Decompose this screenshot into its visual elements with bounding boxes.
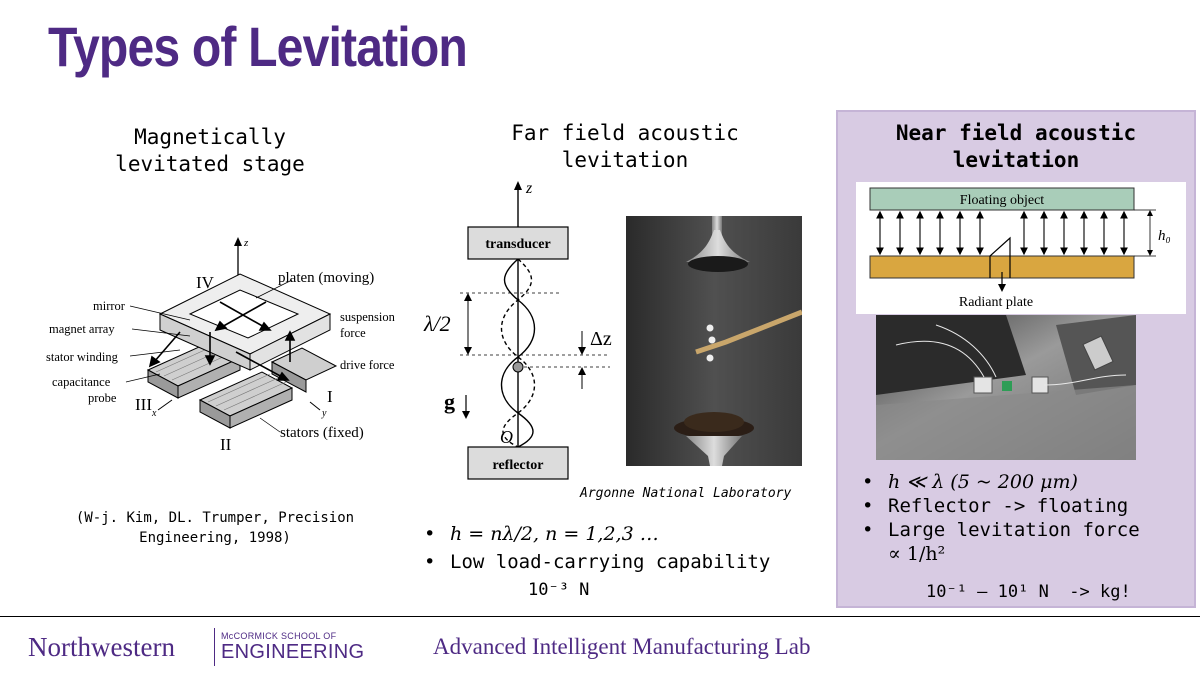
near-proportional: ∝ 1/h²	[888, 543, 946, 565]
far-field-heading-line2: levitation	[561, 148, 689, 172]
magnet-array-label: magnet array	[49, 322, 115, 336]
footer-divider	[0, 616, 1200, 617]
stators-label: stators (fixed)	[280, 425, 364, 441]
capacitance-label: capacitance	[52, 375, 111, 389]
roman-ii-label: II	[220, 435, 232, 454]
standing-wave-diagram: z transducer λ/2 Δz g O reflector	[423, 180, 612, 480]
floating-object-plate	[869, 187, 1135, 211]
maglev-y-label: y	[321, 408, 327, 419]
radiant-plate-label: Radiant plate	[959, 295, 1033, 310]
standing-wave-equation: h = nλ/2, n = 1,2,3 …	[450, 523, 659, 545]
far-bullet-load: Low load-carrying capability	[420, 550, 770, 574]
near-field-diagram: Floating object h₀ Radiant plate	[856, 182, 1186, 314]
magnetic-heading-line2: levitated stage	[115, 152, 305, 176]
probe-label: probe	[88, 391, 117, 405]
suspension-label: suspension	[340, 310, 396, 324]
near-field-heading: Near field acoustic levitation	[836, 120, 1196, 174]
far-bullet-equation: h = nλ/2, n = 1,2,3 …	[420, 522, 770, 546]
near-field-heading-line1: Near field acoustic	[895, 121, 1137, 145]
gravity-label: g	[444, 389, 455, 414]
northwestern-logo: Northwestern	[28, 632, 175, 662]
delta-z-label: Δz	[590, 328, 612, 350]
pressure-arrows	[876, 210, 1128, 256]
photo-credit: Argonne National Laboratory	[580, 486, 792, 501]
roman-iii-label: III	[135, 395, 152, 414]
lab-name: Advanced Intelligent Manufacturing Lab	[433, 634, 811, 659]
logo-divider	[214, 628, 215, 666]
magnetic-citation: (W-j. Kim, DL. Trumper, Precision Engine…	[40, 508, 390, 548]
levitated-particle	[512, 361, 524, 373]
h0-label: h₀	[1158, 228, 1171, 244]
far-force-value: 10⁻³ N	[528, 580, 590, 600]
mirror-label: mirror	[93, 299, 126, 313]
stator-winding-label: stator winding	[46, 350, 119, 364]
floating-object-label: Floating object	[960, 193, 1044, 208]
maglev-stage-diagram: z x y	[46, 237, 396, 454]
near-field-heading-line2: levitation	[952, 148, 1080, 172]
mccormick-label: McCORMICK SCHOOL OF	[221, 631, 337, 641]
near-bullet-force: Large levitation force	[858, 518, 1140, 542]
engineering-label: ENGINEERING	[221, 641, 365, 663]
drive-force-label: drive force	[340, 358, 395, 372]
near-field-bullets: h ≪ λ (5 ~ 200 μm) Reflector -> floating…	[858, 470, 1140, 604]
origin-label: O	[500, 427, 513, 447]
magnetic-heading-line1: Magnetically	[134, 125, 286, 149]
near-bullet-reflector: Reflector -> floating	[858, 494, 1140, 518]
roman-i-label: I	[327, 387, 333, 406]
slide-title: Types of Levitation	[48, 15, 468, 78]
magnetic-citation-line2: Engineering, 1998)	[139, 530, 291, 546]
near-field-photo	[876, 315, 1136, 460]
far-field-heading-line1: Far field acoustic	[511, 121, 739, 145]
force-label: force	[340, 326, 366, 340]
near-gap-text: h ≪ λ (5 ~ 200 μm)	[888, 471, 1078, 493]
stator-blocks	[146, 341, 338, 429]
argonne-photo	[626, 216, 802, 466]
far-z-label: z	[525, 180, 533, 197]
transducer-box	[467, 226, 569, 260]
reflector-box	[467, 446, 569, 480]
maglev-x-label: x	[151, 408, 157, 419]
roman-iv-label: IV	[196, 273, 215, 292]
near-bullet-gap: h ≪ λ (5 ~ 200 μm)	[858, 470, 1140, 494]
platen-label: platen (moving)	[278, 270, 374, 286]
reflector-label: reflector	[492, 458, 543, 473]
lambda-half-label: λ/2	[423, 311, 451, 336]
magnetic-heading: Magnetically levitated stage	[60, 124, 360, 178]
near-force-range: 10⁻¹ – 10¹ N -> kg!	[926, 582, 1131, 602]
far-field-heading: Far field acoustic levitation	[470, 120, 780, 174]
magnetic-citation-line1: (W-j. Kim, DL. Trumper, Precision	[75, 510, 355, 526]
transducer-label: transducer	[485, 237, 550, 252]
maglev-z-label: z	[243, 237, 249, 249]
far-field-bullets: h = nλ/2, n = 1,2,3 … Low load-carrying …	[420, 522, 770, 602]
